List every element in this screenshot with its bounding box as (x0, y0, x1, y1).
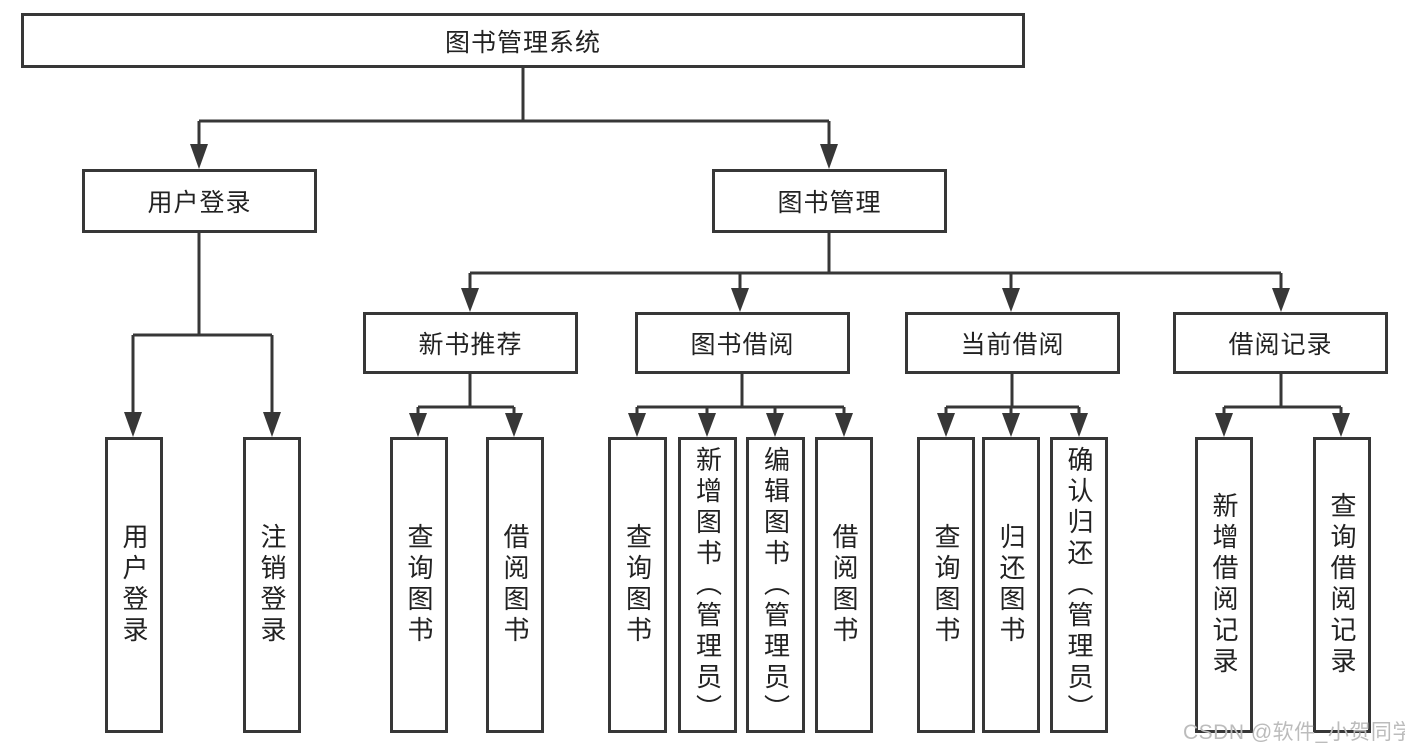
arrowhead (1002, 288, 1020, 312)
node-borrowing-records: 借阅记录 (1173, 312, 1388, 374)
arrowhead (1215, 413, 1233, 437)
leaf-label: 查询图书 (931, 523, 961, 647)
arrowhead (263, 412, 281, 437)
connector-current-borrowing (944, 374, 1081, 414)
arrowhead (461, 288, 479, 312)
arrowheads (124, 144, 1350, 437)
arrowhead (835, 413, 853, 437)
leaf-borrowing-query-books: 查询图书 (608, 437, 667, 733)
node-current-borrowing: 当前借阅 (905, 312, 1120, 374)
leaf-label: 归还图书 (996, 523, 1026, 647)
arrowhead (766, 413, 784, 437)
leaf-label: 新增借阅记录 (1209, 492, 1239, 678)
node-user-login-branch: 用户登录 (82, 169, 317, 233)
leaf-recommend-borrow-books: 借阅图书 (486, 437, 544, 733)
node-root: 图书管理系统 (21, 13, 1025, 68)
leaf-edit-book-admin: 编辑图书（管理员） (746, 437, 805, 733)
arrowhead (1332, 413, 1350, 437)
connector-new-book-recommendation (416, 374, 516, 414)
leaf-label: 用户登录 (119, 523, 149, 647)
node-book-management: 图书管理 (712, 169, 947, 233)
leaf-label: 查询借阅记录 (1327, 492, 1357, 678)
arrowhead (1272, 288, 1290, 312)
arrowhead (124, 412, 142, 437)
leaf-label: 确认归还（管理员） (1064, 445, 1094, 725)
arrowhead (731, 288, 749, 312)
leaf-confirm-return-admin: 确认归还（管理员） (1050, 437, 1108, 733)
arrowhead (190, 144, 208, 169)
connector-book-borrowing (635, 374, 846, 414)
watermark-text: CSDN @软件_小贺同学 (1183, 721, 1405, 744)
arrowhead (1070, 413, 1088, 437)
leaf-label: 注销登录 (257, 523, 287, 647)
connector-borrowing-records (1222, 374, 1343, 414)
arrowhead (698, 413, 716, 437)
leaf-label: 借阅图书 (500, 523, 530, 647)
leaf-label: 借阅图书 (829, 523, 859, 647)
leaf-query-borrow-record: 查询借阅记录 (1313, 437, 1371, 733)
arrowhead (820, 144, 838, 169)
leaf-return-books: 归还图书 (982, 437, 1040, 733)
leaf-label: 查询图书 (622, 523, 653, 647)
leaf-add-book-admin: 新增图书（管理员） (678, 437, 737, 733)
arrowhead (937, 413, 955, 437)
leaf-user-login: 用户登录 (105, 437, 163, 733)
leaf-borrowing-borrow-books: 借阅图书 (815, 437, 873, 733)
leaf-logout: 注销登录 (243, 437, 301, 733)
connector-root (197, 68, 831, 146)
leaf-recommend-query-books: 查询图书 (390, 437, 448, 733)
arrowhead (628, 413, 646, 437)
node-new-book-recommendation: 新书推荐 (363, 312, 578, 374)
leaf-add-borrow-record: 新增借阅记录 (1195, 437, 1253, 733)
leaf-label: 查询图书 (404, 523, 434, 647)
leaf-label: 编辑图书（管理员） (760, 445, 791, 725)
node-book-borrowing: 图书借阅 (635, 312, 850, 374)
arrowhead (409, 413, 427, 437)
arrowhead (505, 413, 523, 437)
leaf-current-query-books: 查询图书 (917, 437, 975, 733)
connector-book-management (468, 233, 1283, 289)
arrowhead (1002, 413, 1020, 437)
leaf-label: 新增图书（管理员） (692, 445, 723, 725)
connector-user-login (131, 233, 274, 414)
